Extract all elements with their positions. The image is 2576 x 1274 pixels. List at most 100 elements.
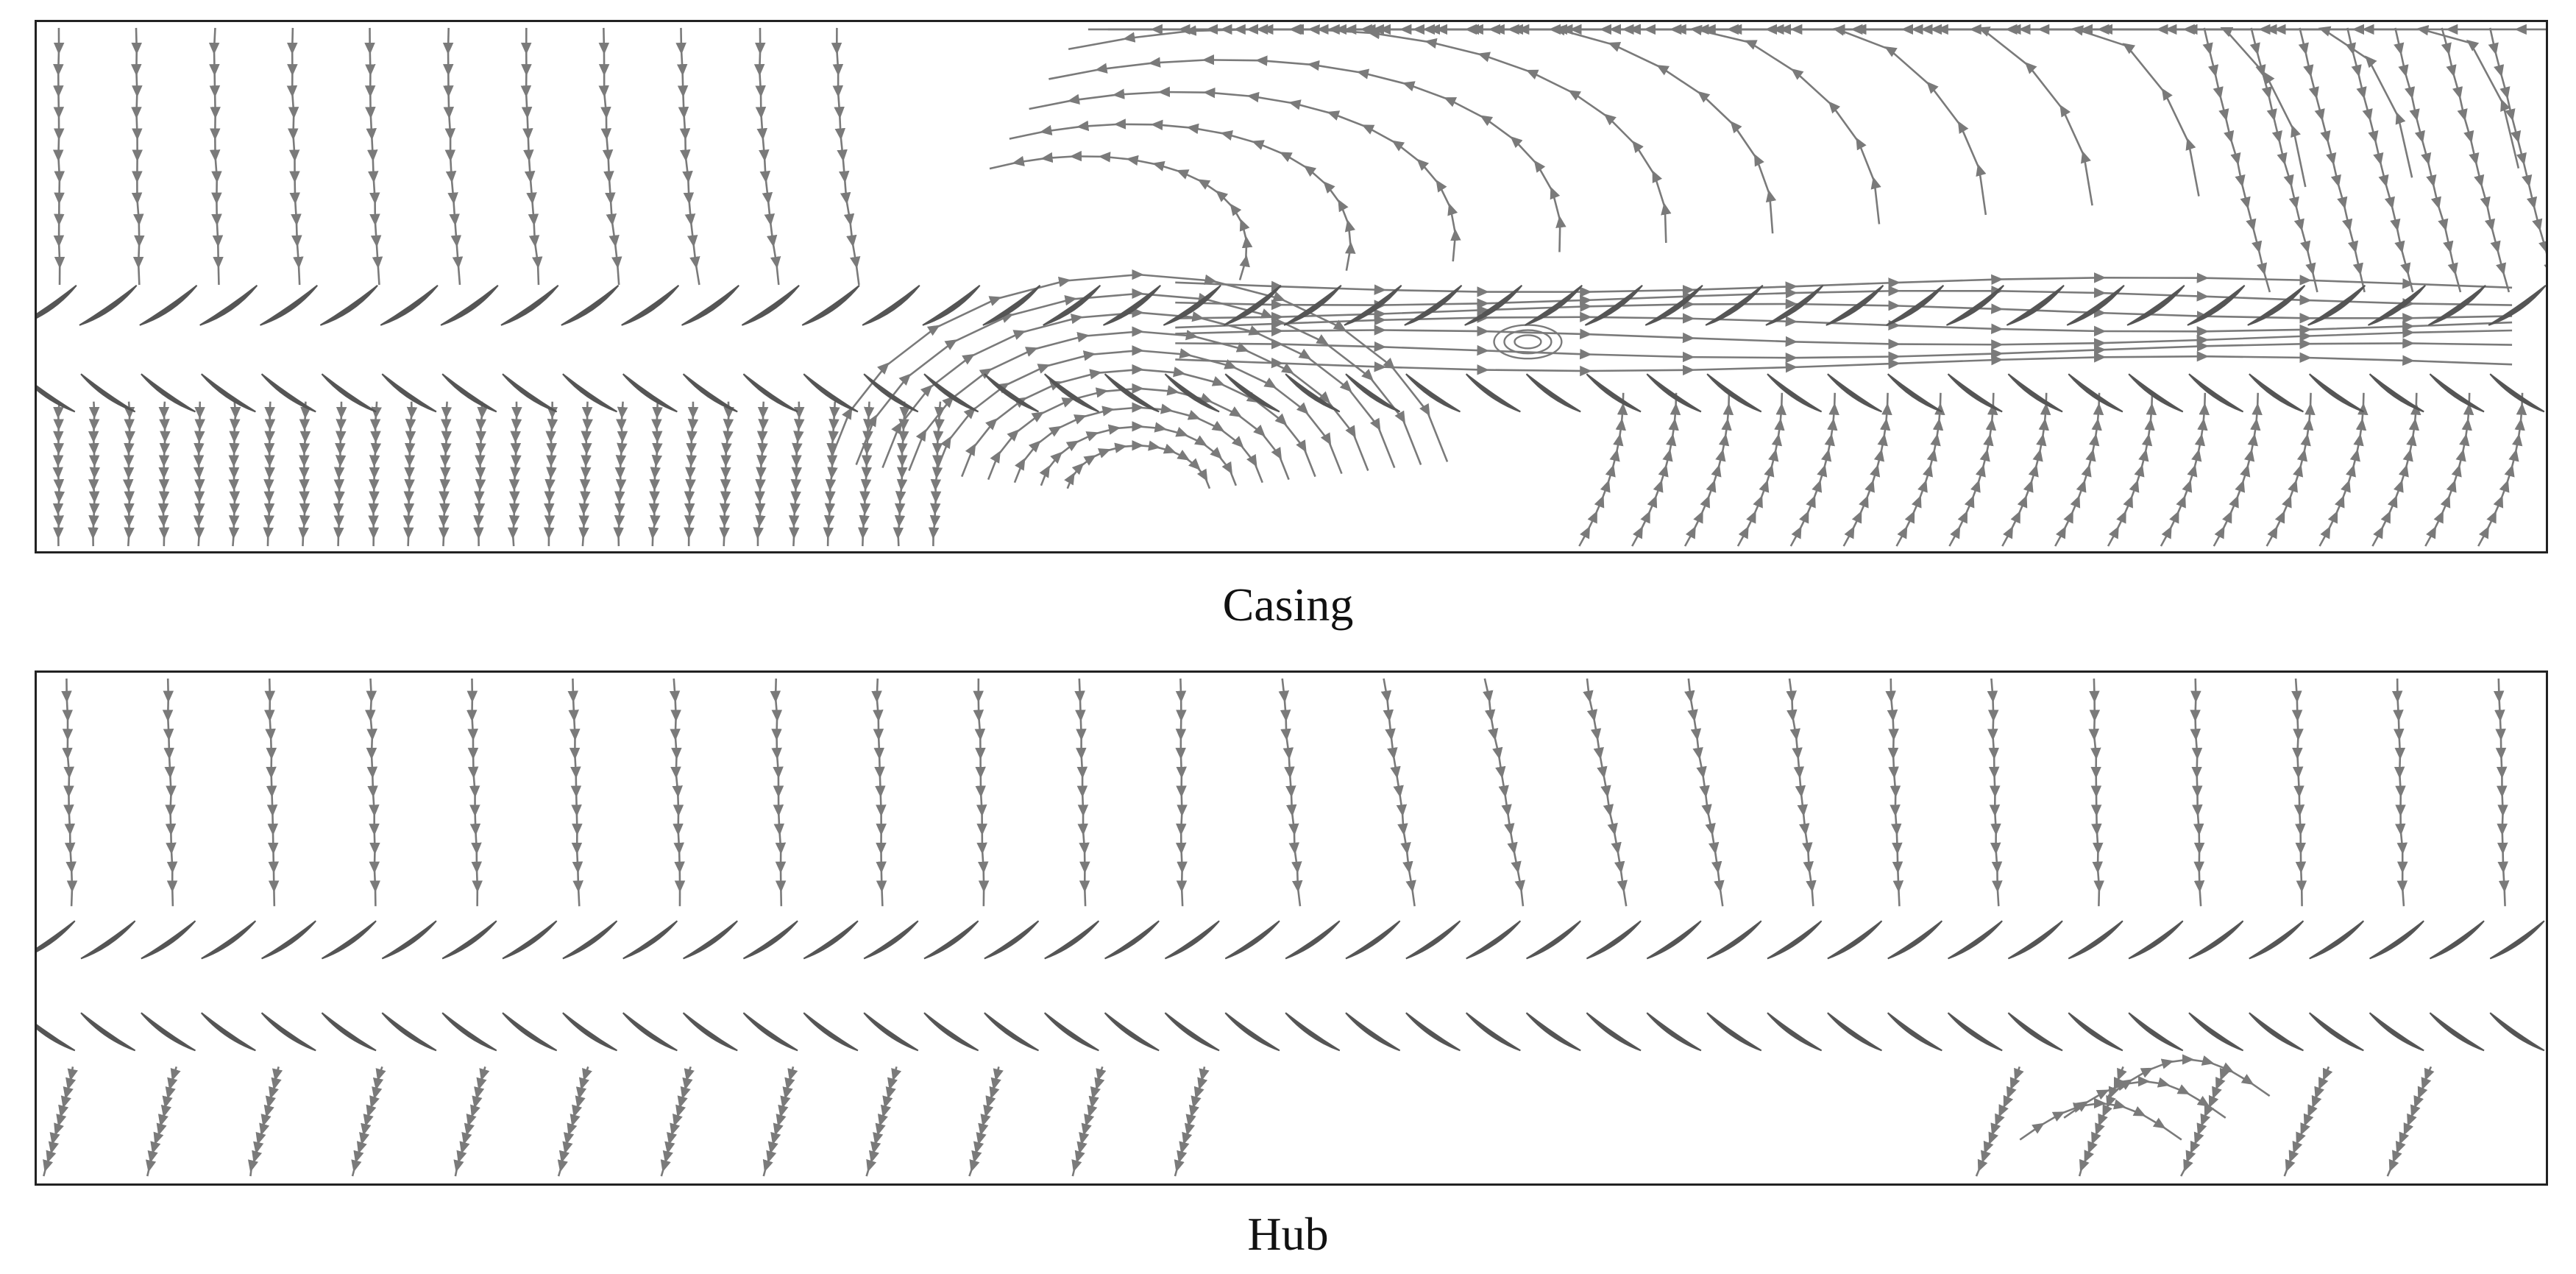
streamline (871, 678, 887, 907)
blade-profile (1044, 920, 1100, 960)
blade-profile (1767, 373, 1823, 413)
hub-caption: Hub (1247, 1208, 1329, 1260)
blade-profile (141, 1012, 196, 1052)
blade-profile (863, 1012, 919, 1052)
blade-profile (2369, 373, 2424, 413)
blade-profile (922, 284, 981, 326)
streamline (1166, 24, 2200, 197)
blade-profile (381, 373, 437, 413)
streamline (1175, 678, 1188, 907)
streamline (675, 27, 700, 286)
blade-profile (562, 920, 618, 960)
blade-profile (1644, 284, 1703, 326)
streamline (2391, 678, 2408, 907)
blade-profile (37, 284, 77, 319)
streamline (1895, 392, 1945, 547)
blade-profile (2188, 373, 2244, 413)
casing-panel (35, 20, 2548, 553)
streamline (823, 401, 840, 547)
casing-caption: Casing (1222, 578, 1354, 631)
streamline (507, 401, 522, 547)
blade-profile (2427, 284, 2486, 326)
blade-profile (37, 920, 76, 952)
blade-profile (1283, 284, 1342, 326)
blade-profile (1404, 284, 1463, 326)
blade-profile (1345, 373, 1401, 413)
streamline (466, 678, 483, 907)
blade-profile (1706, 373, 1762, 413)
streamline (2063, 1075, 2226, 1119)
blade-profile (1223, 284, 1282, 326)
blade-profile (803, 1012, 859, 1052)
streamline (647, 401, 663, 547)
streamline (1684, 678, 1725, 907)
blade-profile (1646, 373, 1702, 413)
blade-profile (742, 1012, 798, 1052)
blade-profile (2307, 284, 2366, 326)
blade-profile (381, 920, 437, 960)
vortex-core (1503, 329, 1553, 355)
blade-profile (1285, 373, 1341, 413)
streamline (1127, 24, 1987, 216)
streamline (1736, 392, 1786, 547)
streamline (263, 401, 276, 547)
blade-profile (1104, 920, 1160, 960)
blade-profile (1345, 920, 1401, 960)
blade-profile (80, 920, 136, 960)
blade-profile (1405, 920, 1461, 960)
streamline (1226, 24, 2520, 169)
blade-profile (863, 373, 919, 413)
blade-profile (37, 1024, 76, 1052)
blade-profile (923, 1012, 979, 1052)
blade-profile (80, 1012, 136, 1052)
blade-profile (621, 284, 680, 326)
vortex-core (1514, 334, 1542, 350)
casing-stator-blades (37, 373, 2545, 413)
blade-profile (200, 373, 256, 413)
streamline (1064, 439, 1211, 489)
streamline (1174, 1066, 1210, 1177)
streamline (2318, 392, 2369, 547)
blade-profile (1948, 920, 2003, 960)
blade-profile (923, 920, 979, 960)
streamline (770, 678, 787, 907)
streamline (753, 27, 781, 286)
streamline (1206, 24, 2413, 178)
vortex-core (1493, 324, 1563, 360)
streamline (2345, 27, 2414, 293)
blade-profile (2367, 284, 2426, 326)
streamline (1147, 24, 2093, 206)
streamline (208, 27, 224, 286)
blade-profile (80, 373, 136, 413)
blade-profile (1706, 1012, 1762, 1052)
streamline (557, 1066, 592, 1177)
blade-profile (742, 373, 798, 413)
blade-profile (2068, 373, 2123, 413)
streamline (286, 27, 304, 286)
streamline (719, 401, 734, 547)
casing-rotor-blades (37, 284, 2546, 326)
streamline (1975, 1066, 2024, 1177)
blade-profile (1886, 284, 1945, 326)
blade-profile (1526, 920, 1581, 960)
blade-profile (2188, 1012, 2244, 1052)
streamline (520, 27, 543, 286)
streamline (1175, 338, 2513, 364)
blade-profile (1344, 284, 1402, 326)
streamline (368, 401, 382, 547)
streamline (1074, 678, 1090, 907)
blade-profile (260, 373, 316, 413)
blade-profile (1887, 373, 1942, 413)
streamline (1175, 350, 2513, 377)
blade-profile (2006, 284, 2065, 326)
streamline (1039, 421, 1238, 486)
blade-profile (803, 373, 859, 413)
blade-profile (1405, 1012, 1461, 1052)
casing-streamline-plot (37, 24, 2546, 547)
streamline (157, 401, 171, 547)
streamline (298, 401, 311, 547)
streamline (989, 150, 1253, 280)
blade-profile (502, 1012, 558, 1052)
streamline (1885, 678, 1904, 907)
blade-profile (682, 1012, 738, 1052)
